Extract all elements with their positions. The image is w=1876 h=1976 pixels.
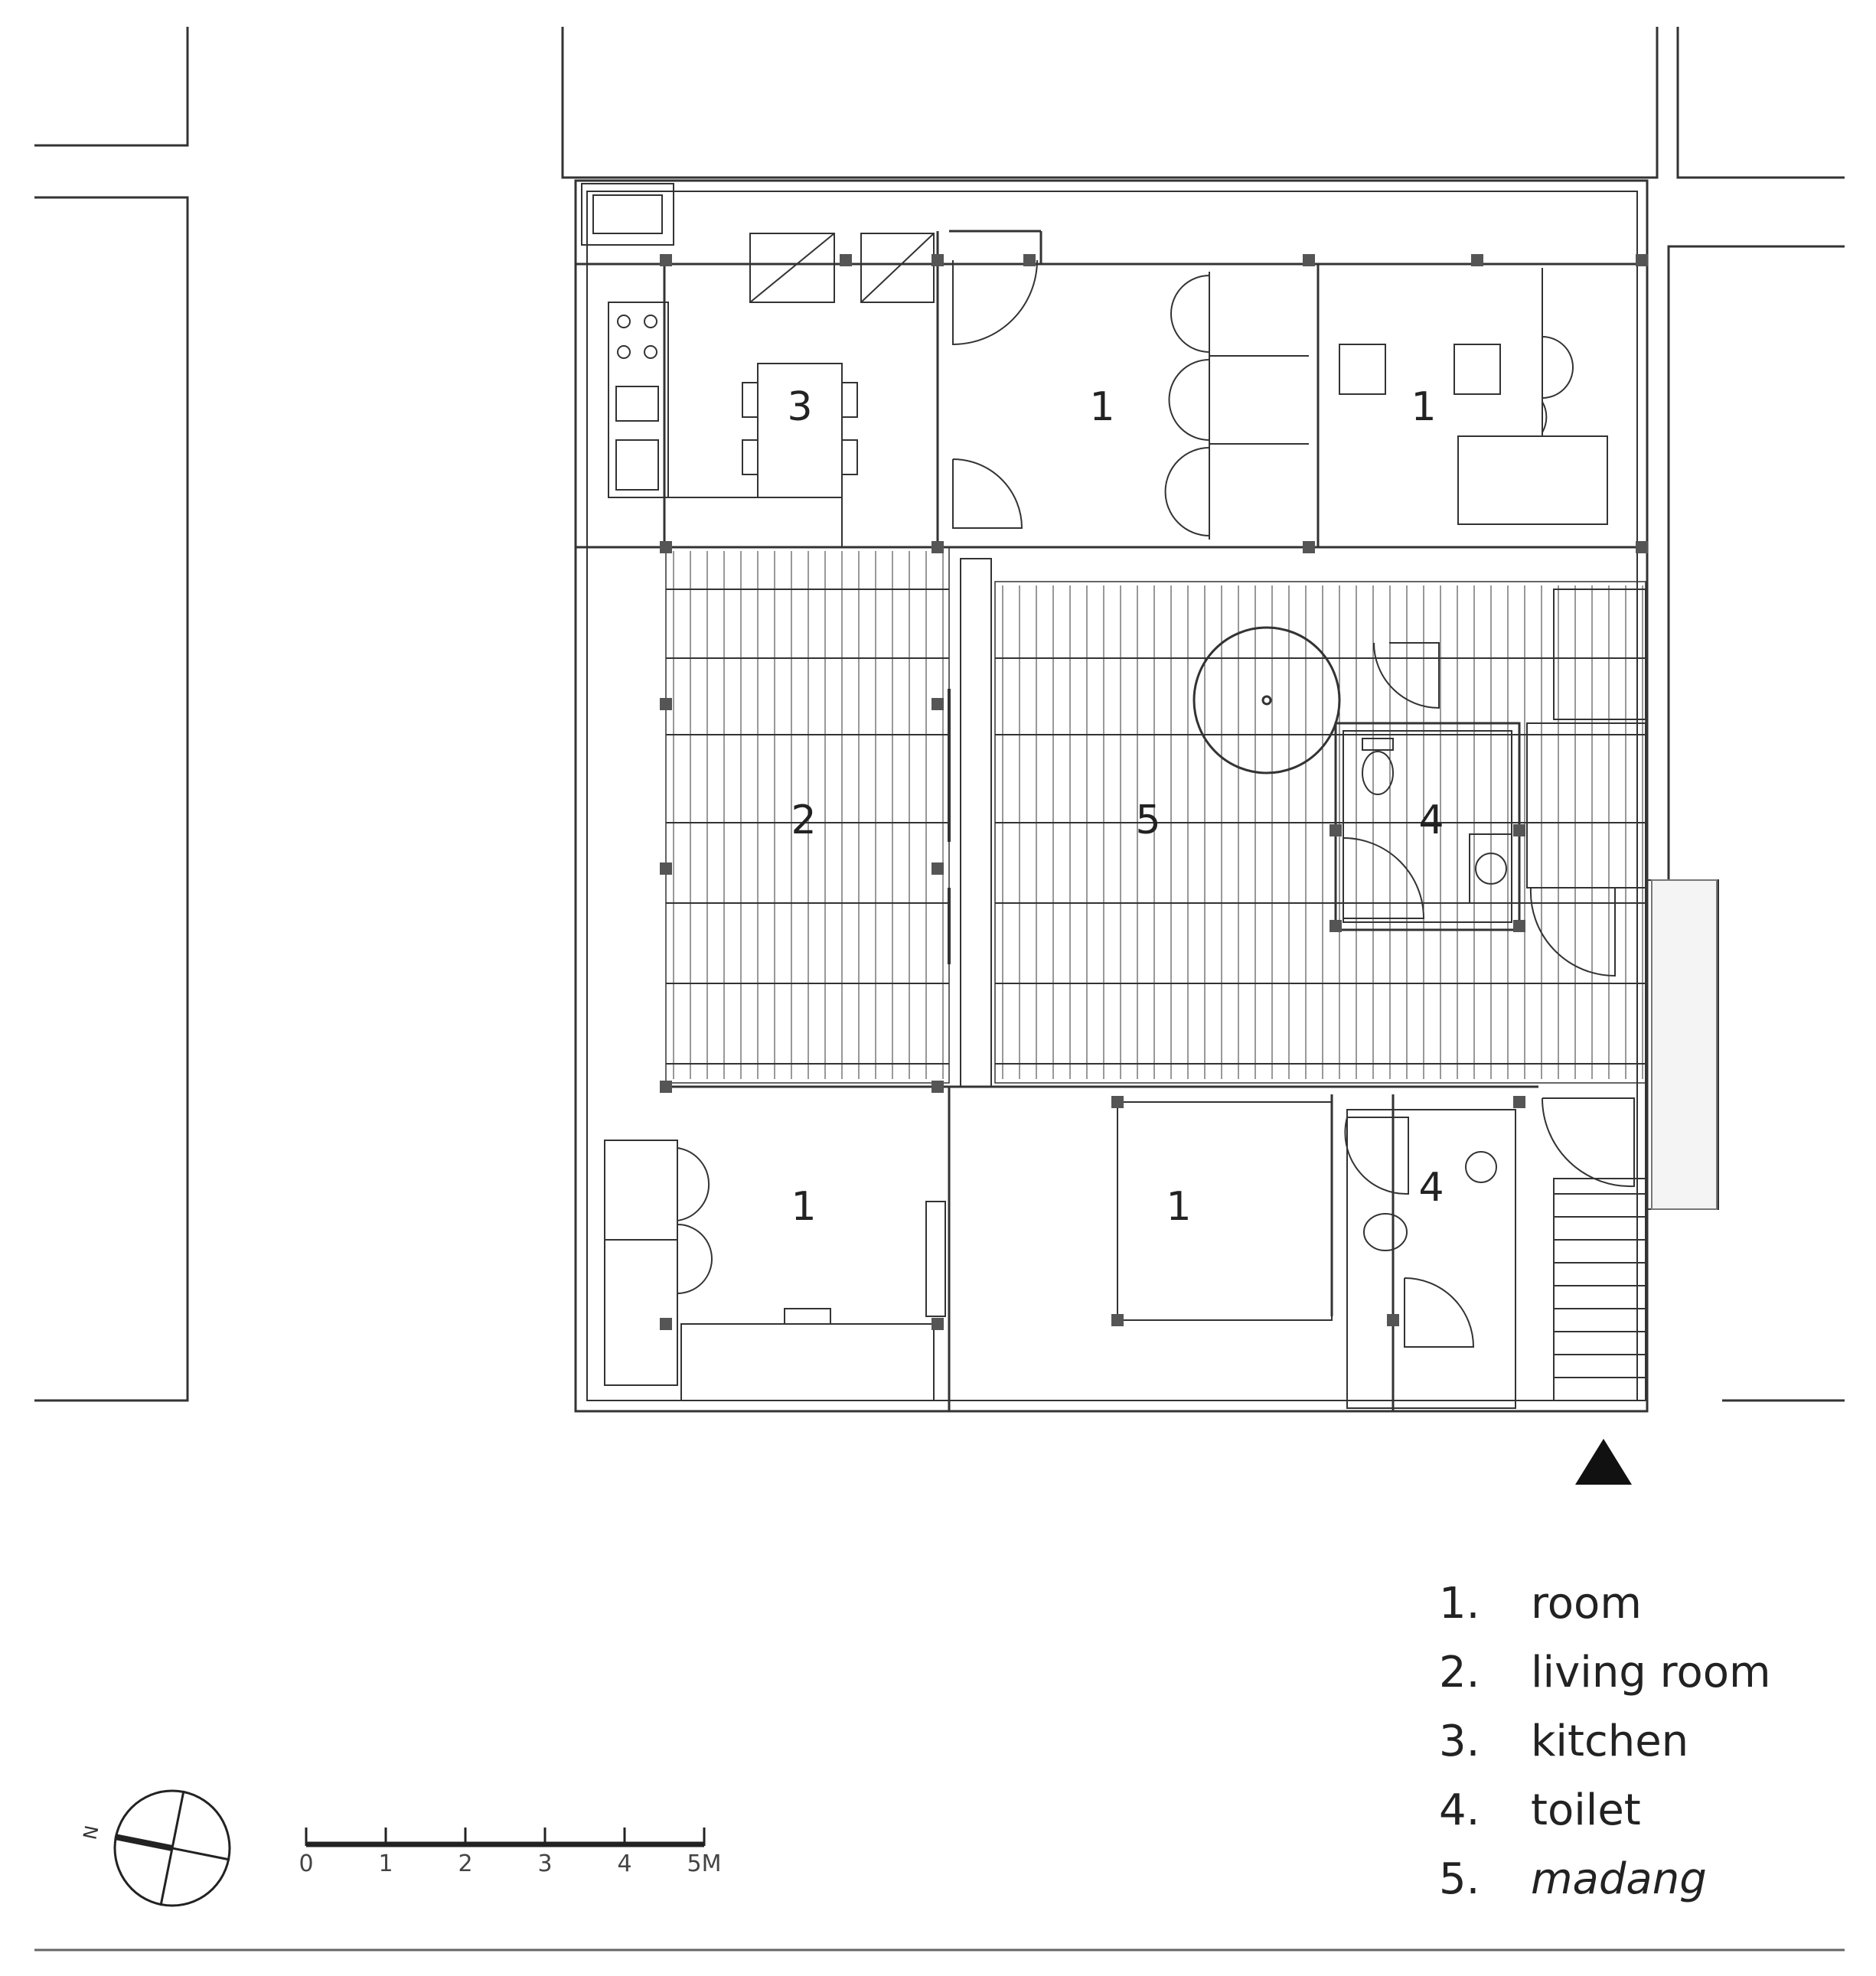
- room-labels: 3 1 1 2 5 4 1 1 4: [787, 384, 1444, 1230]
- legend-text: toilet: [1531, 1785, 1641, 1835]
- legend-item: 3. kitchen: [1439, 1707, 1771, 1775]
- entrance-arrow-icon: [1575, 1439, 1632, 1485]
- pillar: [1023, 254, 1036, 266]
- neighbor-lot-nw: [34, 27, 189, 147]
- neighbor-lot-e: [1667, 245, 1845, 880]
- pillar: [660, 698, 672, 710]
- scale-tick-label: 5M: [687, 1850, 722, 1877]
- pillar: [1303, 541, 1315, 553]
- pillars: [660, 254, 1648, 1330]
- room-label-madang: 5: [1135, 797, 1160, 843]
- pillar: [1111, 1314, 1124, 1326]
- neighbor-lot-ne: [1676, 27, 1845, 179]
- pillar: [931, 862, 944, 875]
- room-label-sw: 1: [791, 1184, 816, 1230]
- partition: [948, 558, 992, 1087]
- neighbor-lot-w: [34, 196, 189, 1402]
- pillar: [660, 1081, 672, 1093]
- legend-item: 4. toilet: [1439, 1775, 1771, 1844]
- legend: 1.room 2.living room 3.kitchen 4.toilet …: [1439, 1569, 1771, 1913]
- pillar: [931, 254, 944, 266]
- pillar: [660, 254, 672, 266]
- pillar: [1303, 254, 1315, 266]
- pillar: [931, 1318, 944, 1330]
- pillar: [840, 254, 852, 266]
- scale-tick-label: 0: [299, 1850, 313, 1877]
- pillar: [660, 862, 672, 875]
- round-table: [1192, 626, 1341, 774]
- legend-number: 1.: [1439, 1578, 1480, 1629]
- scale-tick-label: 3: [537, 1850, 552, 1877]
- compass-icon: [113, 1789, 231, 1907]
- toilet-south: [1344, 1109, 1516, 1409]
- toilet-east: [1334, 642, 1521, 931]
- pillar: [1636, 541, 1648, 553]
- kitchen-furniture: [608, 233, 935, 547]
- scale-ticks: 0 1 2 3 4 5M: [299, 1828, 721, 1877]
- pillar: [1513, 920, 1525, 932]
- outer-wall: [574, 179, 1649, 1413]
- scale-tick-label: 4: [617, 1850, 631, 1877]
- legend-number: 5.: [1439, 1854, 1480, 1904]
- wood-slats: [666, 551, 1646, 1079]
- north-room-fixtures: [952, 259, 1309, 540]
- south-east-stairs: [1541, 1097, 1646, 1401]
- ne-room-fixtures: [1339, 268, 1608, 525]
- pillar: [1111, 1096, 1124, 1108]
- room-label-ne: 1: [1411, 384, 1436, 430]
- scale-tick-label: 2: [458, 1850, 472, 1877]
- pillar: [1636, 254, 1648, 266]
- pillar: [1330, 824, 1342, 836]
- room-label-toilet-east: 4: [1418, 797, 1444, 843]
- compass-north-label: N: [79, 1824, 103, 1841]
- south-wing: [604, 1085, 1538, 1412]
- legend-text: room: [1531, 1578, 1642, 1629]
- pillar: [660, 541, 672, 553]
- pillar: [1471, 254, 1483, 266]
- pillar: [1513, 824, 1525, 836]
- legend-item: 2. living room: [1439, 1638, 1771, 1707]
- room-label-living: 2: [791, 797, 816, 843]
- legend-number: 3.: [1439, 1716, 1480, 1766]
- gravel-strip: [1651, 879, 1718, 1210]
- pillar: [1330, 920, 1342, 932]
- legend-text: living room: [1531, 1647, 1771, 1697]
- legend-number: 4.: [1439, 1785, 1480, 1835]
- pillar: [931, 698, 944, 710]
- pillar: [931, 1081, 944, 1093]
- legend-number: 2.: [1439, 1647, 1480, 1697]
- pillar: [1513, 1096, 1525, 1108]
- neighbor-lot-n: [561, 27, 1659, 179]
- legend-item: 5. madang: [1439, 1844, 1771, 1913]
- room-label-s-center: 1: [1166, 1184, 1191, 1230]
- room-label-toilet-south: 4: [1418, 1165, 1444, 1211]
- scale-tick-label: 1: [378, 1850, 393, 1877]
- legend-text: kitchen: [1531, 1716, 1689, 1766]
- legend-item: 1. room: [1439, 1569, 1771, 1638]
- room-label-kitchen: 3: [787, 384, 812, 430]
- room-label-north-center: 1: [1089, 384, 1114, 430]
- pillar: [660, 1318, 672, 1330]
- legend-text: madang: [1531, 1854, 1707, 1904]
- pillar: [931, 541, 944, 553]
- pillar: [1387, 1314, 1399, 1326]
